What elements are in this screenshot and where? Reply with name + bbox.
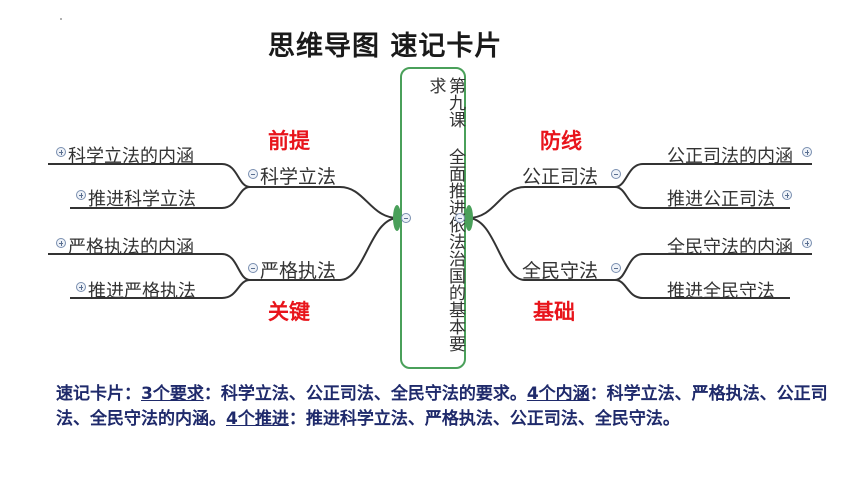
summary-text-advances: ：推进科学立法、严格执法、公正司法、全民守法。 [288,409,680,429]
leaf-advance-scientific-legislation[interactable]: 推进科学立法 [88,189,196,210]
connector-right-top-child-1 [614,163,812,188]
leaf-advance-fair-justice[interactable]: 推进公正司法 [667,189,775,210]
summary-keyword-requirements: 3个要求 [141,384,204,404]
connector-left-bottom [250,217,399,281]
expand-scientific-legislation-meaning-icon[interactable] [56,147,66,157]
connector-right-top [467,186,615,219]
tag-defense-line: 防线 [540,129,582,153]
center-topic-text: 第九课 全面推进依法治国的基本要求 [425,77,465,352]
collapse-law-abiding-icon[interactable] [611,263,621,273]
collapse-left-icon[interactable] [401,213,411,223]
leaf-scientific-legislation-meaning[interactable]: 科学立法的内涵 [68,146,194,167]
collapse-right-icon[interactable] [455,213,465,223]
leaf-advance-law-abiding[interactable]: 推进全民守法 [667,281,775,302]
expand-advance-scientific-legislation-icon[interactable] [76,190,86,200]
summary-keyword-meanings: 4个内涵 [526,384,590,404]
tag-premise: 前提 [268,129,310,153]
expand-law-abiding-meaning-icon[interactable] [802,238,812,248]
node-scientific-legislation[interactable]: 科学立法 [260,166,337,188]
leaf-law-abiding-meaning[interactable]: 全民守法的内涵 [667,237,793,258]
page-title: 思维导图 速记卡片 [268,31,503,62]
tag-key: 关键 [268,300,310,324]
expand-advance-strict-law-enforcement-icon[interactable] [76,282,86,292]
expand-fair-justice-meaning-icon[interactable] [802,147,812,157]
connector-right-bottom [467,217,615,281]
tag-foundation: 基础 [533,300,575,324]
connector-left-top-child-1 [48,163,251,188]
expand-strict-law-enforcement-meaning-icon[interactable] [56,238,66,248]
slide-dot [60,18,62,20]
expand-advance-fair-justice-icon[interactable] [782,190,792,200]
collapse-scientific-legislation-icon[interactable] [248,169,258,179]
leaf-fair-justice-meaning[interactable]: 公正司法的内涵 [667,146,793,167]
node-strict-law-enforcement[interactable]: 严格执法 [260,260,337,282]
summary-text-requirements: ：科学立法、公正司法、全民守法的要求。 [203,384,527,404]
collapse-fair-justice-icon[interactable] [611,169,621,179]
node-law-abiding[interactable]: 全民守法 [522,260,599,282]
connector-left-top [250,186,399,219]
summary-text-meanings: ：科学立法、严格执法、公正司法、全民守法的内涵。 [56,384,828,429]
connector-right-bottom-child-2 [614,279,790,299]
summary-keyword-advances: 4个推进 [226,409,289,429]
connector-left-bottom-child-1 [48,253,251,281]
collapse-strict-law-enforcement-icon[interactable] [248,263,258,273]
connector-right-top-child-2 [614,186,790,209]
connector-left-top-child-2 [70,186,251,209]
connector-left-bottom-child-2 [70,279,251,299]
center-left-handle [393,205,401,231]
node-fair-justice[interactable]: 公正司法 [522,166,599,188]
leaf-strict-law-enforcement-meaning[interactable]: 严格执法的内涵 [68,237,194,258]
leaf-advance-strict-law-enforcement[interactable]: 推进严格执法 [88,281,196,302]
summary-lead: 速记卡片： [56,384,141,404]
summary-paragraph: 速记卡片：3个要求：科学立法、公正司法、全民守法的要求。4个内涵：科学立法、严格… [56,382,846,432]
connector-right-bottom-child-1 [614,253,812,281]
center-right-handle [465,205,473,231]
